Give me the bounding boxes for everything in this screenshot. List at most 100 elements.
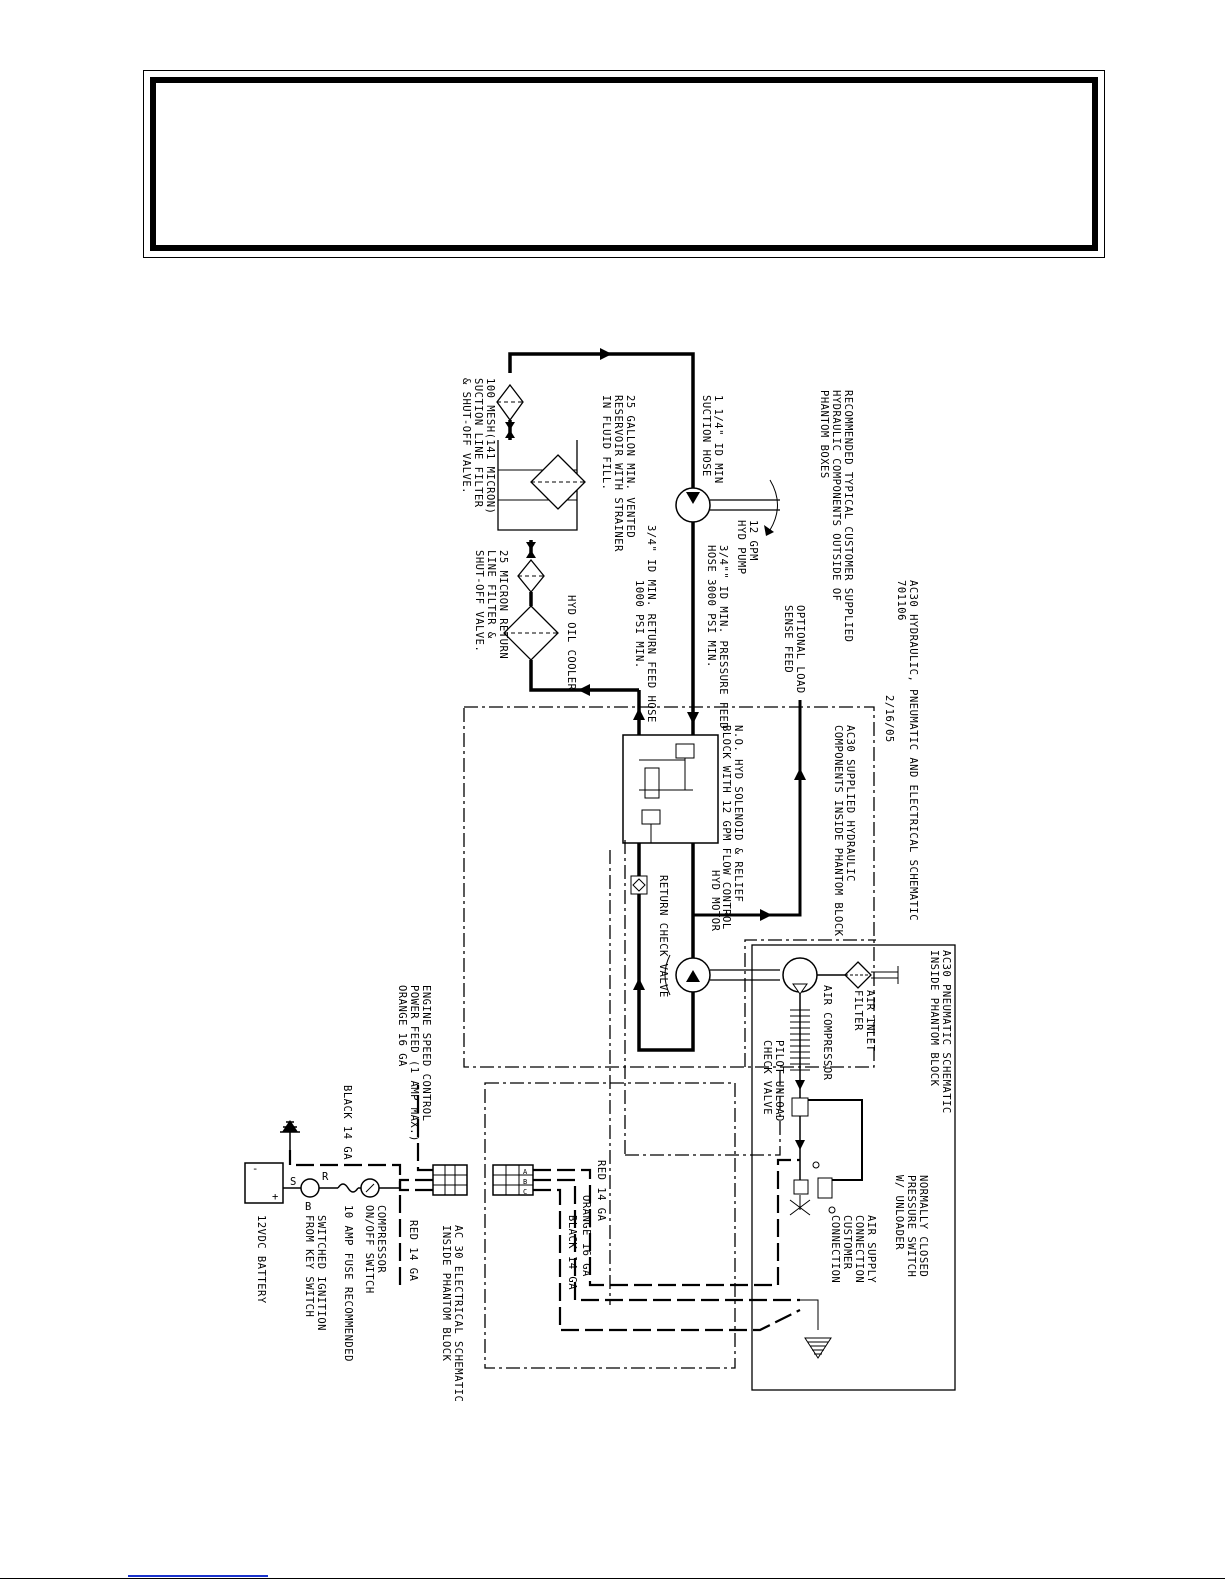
suction-line-filter (496, 383, 524, 422)
supply-line-1: AIR SUPPLY (865, 1215, 877, 1283)
relief-valve (675, 743, 695, 759)
title-line-2: 701106 (895, 580, 907, 621)
fuse-label: 10 AMP FUSE RECOMMENDED (342, 1205, 354, 1362)
red-wire (533, 1158, 800, 1287)
electrical-note-line-1: AC 30 ELECTRICAL SCHEMATIC (452, 1225, 464, 1402)
pilot-line-1: PILOT UNLOAD (773, 1040, 785, 1122)
fuse-symbol (337, 1183, 359, 1193)
block-connector-pins (493, 1165, 533, 1195)
pneumatic-outer-dash (744, 939, 876, 1067)
pneumatic-note: AC30 PNEUMATIC SCHEMATIC INSIDE PHANTOM … (928, 950, 952, 1114)
header-frame (143, 70, 1105, 258)
harness-connector-pins (433, 1165, 467, 1195)
battery-minus-label: - (252, 1163, 259, 1175)
pump-label-line-1: 12 GPM (747, 520, 759, 561)
air-compressor-label: AIR COMPRESSOR (821, 985, 833, 1081)
block-line-2: BLOCK WITH 12 GPM FLOW CONTROL (720, 725, 732, 930)
footer-link-underline[interactable] (128, 1575, 268, 1577)
return-hose-line-1: 3/4" ID MIN. RETURN FEED HOSE (645, 525, 657, 723)
switch-lever (365, 1183, 375, 1193)
ignition-label: SWITCHED IGNITION FROM KEY SWITCH (303, 1215, 327, 1331)
air-connection-point (812, 1161, 820, 1169)
flow-arrow (600, 348, 612, 360)
air-inlet-line-1: AIR INLET (864, 990, 876, 1052)
pressure-switch (817, 1177, 833, 1199)
compressor-text: AIR COMPRESSOR (821, 985, 833, 1081)
engine-feed-wire (416, 1085, 433, 1172)
flow-control-valve (644, 767, 660, 799)
flow-arrow (794, 768, 806, 780)
suction-hose-label: 1 1/4" ID MIN SUCTION HOSE (700, 395, 724, 484)
connector-pin-b: B (523, 1178, 528, 1186)
return-check-valve (630, 875, 648, 895)
return-hose-label: 3/4" ID MIN. RETURN FEED HOSE 1000 PSI M… (633, 525, 657, 723)
flow-arrow (633, 978, 645, 990)
compressor-switch-label: COMPRESSOR ON/OFF SWITCH (363, 1205, 387, 1294)
suction-line-2: SUCTION HOSE (700, 395, 712, 477)
compressor-direction-marker (792, 983, 808, 995)
pump-shaft (710, 499, 780, 511)
terminal-b-label: B (305, 1201, 312, 1213)
main-red-wire-label: RED 14 GA (407, 1220, 419, 1282)
customer-note-line-1: RECOMMENDED TYPICAL CUSTOMER SUPPLIED (842, 390, 854, 642)
hyd-oil-cooler (503, 605, 559, 661)
comp-switch-line-1: COMPRESSOR (375, 1205, 387, 1273)
pressure-feed-label: 3/4"" ID MIN. PRESSURE FEED HOSE 3000 PS… (705, 545, 729, 729)
return-shutoff-valve (526, 550, 536, 558)
suction-shutoff-valve (505, 422, 515, 430)
engine-speed-label: ENGINE SPEED CONTROL POWER FEED (1 AMP M… (396, 985, 432, 1142)
return-line-to-cooler (529, 660, 639, 692)
air-inlet-pipe (871, 966, 899, 984)
air-connection-point (828, 1206, 836, 1214)
dash-link (625, 1067, 781, 1156)
air-inlet-label: AIR INLET FILTER (852, 990, 876, 1052)
footer-rule (0, 1578, 1225, 1579)
switch-line-2: PRESSURE SWITCH (905, 1175, 917, 1277)
reservoir-strainer (530, 454, 586, 510)
load-sense-label: OPTIONAL LOAD SENSE FEED (782, 605, 806, 694)
main-red-wire (398, 1178, 433, 1290)
reservoir-line-3: IN FLUID FILL. (600, 395, 612, 491)
orange-wire-text: ORANGE 16 GA (580, 1195, 592, 1277)
battery (244, 1162, 284, 1204)
engine-line-2: POWER FEED (1 AMP MAX.) (408, 985, 420, 1142)
block-line-1: N.O. HYD SOLENOID & RELIEF (732, 725, 744, 902)
red-wire-label: RED 14 GA (595, 1160, 607, 1222)
heat-sink-fins (790, 1009, 810, 1071)
pump-label: 12 GPM HYD PUMP (735, 520, 759, 575)
return-hose-line-2: 1000 PSI MIN. (633, 580, 645, 669)
pump-direction-marker (686, 492, 700, 504)
load-sense-line-1: OPTIONAL LOAD (794, 605, 806, 694)
switch-ground-wire (800, 1299, 819, 1330)
electrical-note-line-2: INSIDE PHANTOM BLOCK (440, 1225, 452, 1362)
supplied-components-note: AC30 SUPPLIED HYDRAULIC COMPONENTS INSID… (832, 725, 856, 937)
black-main-text: BLACK 14 GA (341, 1085, 353, 1160)
red-main-text: RED 14 GA (407, 1220, 419, 1282)
customer-components-note: RECOMMENDED TYPICAL CUSTOMER SUPPLIED HY… (818, 390, 854, 642)
orange-wire-label: ORANGE 16 GA (580, 1195, 592, 1277)
check-valve-seat (632, 878, 646, 892)
fuse-text: 10 AMP FUSE RECOMMENDED (342, 1205, 354, 1362)
load-sense-line-2: SENSE FEED (782, 605, 794, 673)
pump-rotation-arrowhead (764, 525, 774, 536)
return-filter-line-2: LINE FILTER & (485, 550, 497, 639)
pump-rotation-arrow (769, 479, 778, 531)
solenoid-valve (641, 809, 661, 825)
harness-connector (432, 1164, 468, 1196)
ignition-line-1: SWITCHED IGNITION (315, 1215, 327, 1331)
suction-filter-label: 100 MESH(141 MICRON) SUCTION LINE FILTER… (460, 378, 496, 514)
ignition-line-2: FROM KEY SWITCH (303, 1215, 315, 1317)
pressure-line-1: 3/4"" ID MIN. PRESSURE FEED (717, 545, 729, 729)
flow-arrow (760, 909, 772, 921)
solenoid-relief-block (622, 734, 719, 844)
comp-switch-line-2: ON/OFF SWITCH (363, 1205, 375, 1294)
motor-shaft (710, 969, 780, 981)
pressure-switch-label: NORMALLY CLOSED PRESSURE SWITCH W/ UNLOA… (893, 1175, 929, 1277)
black-wire-text: BLACK 14 GA (566, 1215, 578, 1290)
return-line-filter (517, 558, 545, 594)
reservoir-line-1: 25 GALLON MIN. VENTED (624, 395, 636, 538)
connector-pin-c: C (523, 1188, 528, 1196)
battery-plus-label: + (272, 1191, 279, 1203)
cooler-label: HYD OIL COOLER (565, 595, 577, 691)
